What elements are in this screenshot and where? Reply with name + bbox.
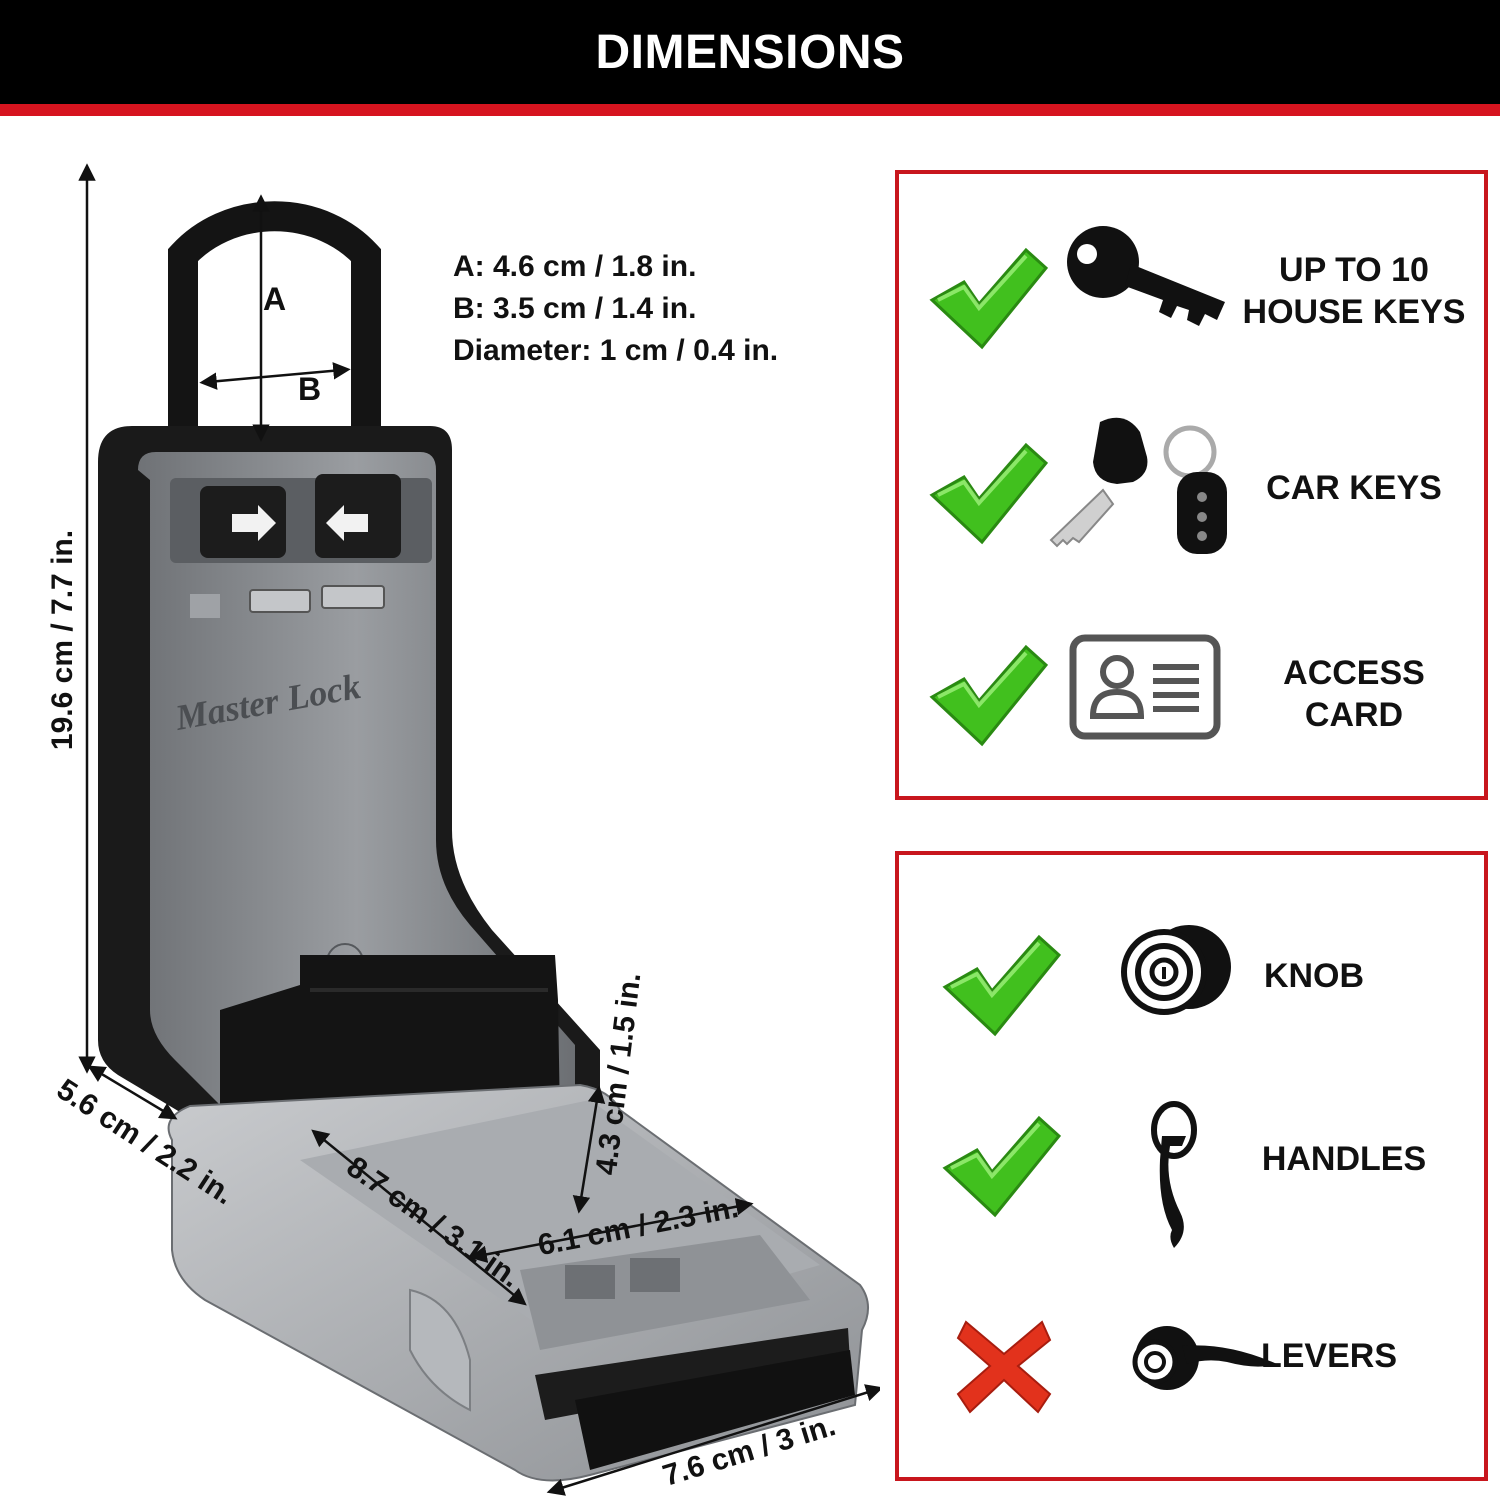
dimension-line-inner-length [311,1129,527,1306]
capacity-item-house-keys: UP TO 10 HOUSE KEYS [899,224,1484,374]
compatibility-item-levers: LEVERS [899,1310,1484,1430]
compatibility-item-handles: HANDLES [899,1100,1484,1260]
handle-icon [1151,1101,1197,1248]
capacity-item-label: UP TO 10 HOUSE KEYS [1234,249,1474,333]
lever-icon [1132,1326,1277,1390]
label-line: ACCESS [1283,654,1425,692]
capacity-panel: UP TO 10 HOUSE KEYS CAR KEYS [895,170,1488,800]
label-b: B [298,371,321,407]
label-line: CAR KEYS [1266,469,1442,507]
spec-diameter: Diameter: 1 cm / 0.4 in. [453,334,779,367]
dimension-line-b [199,362,351,390]
capacity-item-label: CAR KEYS [1234,467,1474,509]
check-icon [942,1115,1062,1218]
arrow-right-icon [232,505,276,541]
latch-pin [249,589,311,613]
dimension-line-depth [87,1065,178,1120]
header-bar: DIMENSIONS [0,0,1500,116]
height-label: 19.6 cm / 7.7 in. [46,530,79,750]
dimension-line-inner-height [572,1085,606,1214]
compatibility-panel: KNOB HANDLES LEVERS [895,851,1488,1481]
latch-block [190,594,220,618]
capacity-item-access-card: ACCESS CARD [899,629,1484,779]
label-a: A [263,281,286,317]
shackle [168,201,381,440]
access-card-icon [1069,634,1221,740]
check-icon [942,934,1062,1037]
arrow-left-icon [326,505,368,541]
compatibility-item-knob: KNOB [899,915,1484,1045]
label-line: HOUSE KEYS [1242,293,1466,331]
cross-icon [956,1320,1052,1414]
check-icon [929,442,1049,545]
car-key-icon [1049,417,1227,554]
check-icon [929,644,1049,747]
label-line: UP TO 10 [1279,251,1429,289]
capacity-item-car-keys: CAR KEYS [899,412,1484,562]
spec-a: A: 4.6 cm / 1.8 in. [453,250,697,283]
compatibility-item-label: HANDLES [1261,1140,1427,1178]
shackle-specs: A: 4.6 cm / 1.8 in. B: 3.5 cm / 1.4 in. … [453,246,778,372]
lockbox-inner-panel [138,452,575,1110]
check-icon [929,247,1049,350]
compatibility-item-label: LEVERS [1260,1337,1398,1375]
dial-window [565,1265,615,1299]
label-line: CARD [1304,696,1404,734]
dimension-line-inner-width [469,1198,754,1263]
dial-window [630,1258,680,1292]
compartment-floor [520,1235,810,1350]
spec-b: B: 3.5 cm / 1.4 in. [453,292,697,325]
page-title: DIMENSIONS [595,25,905,79]
compatibility-item-label: KNOB [1263,957,1365,995]
dimension-line-width [546,1384,880,1496]
lockbox-illustration: Master Lock A B 19.6 cm / 7.7 in. 5.6 cm… [46,163,880,1496]
house-key-icon [1067,226,1225,326]
knob-icon [1121,925,1231,1015]
latch-pin [321,585,385,609]
capacity-item-label: ACCESS CARD [1234,652,1474,736]
